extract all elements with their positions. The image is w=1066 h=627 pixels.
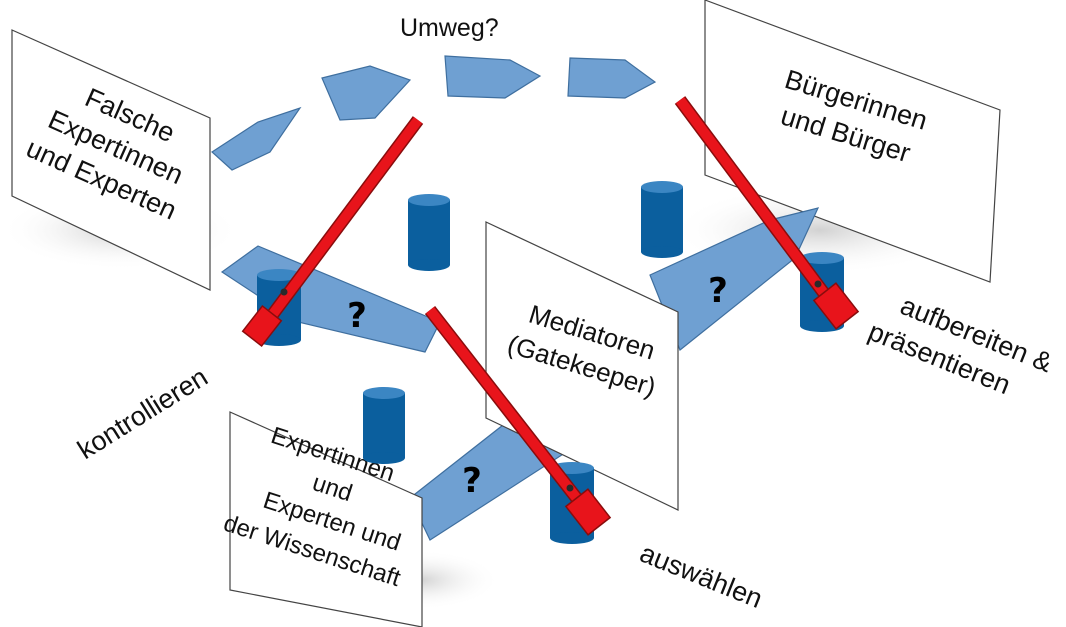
- barrier-left: [241, 116, 424, 348]
- action-auswaehlen: auswählen: [636, 538, 767, 614]
- detour-segment-1: [211, 106, 302, 171]
- detour-segment-4: [567, 57, 657, 99]
- question-mark-left: ?: [347, 296, 367, 336]
- question-mark-right: ?: [708, 271, 728, 311]
- barrier-right: [674, 96, 860, 330]
- cylinder-lower-left: [363, 387, 405, 464]
- panel-falsche-experten: Falsche Expertinnen und Experten: [11, 29, 211, 291]
- action-kontrollieren: kontrollieren: [72, 362, 213, 465]
- umweg-label: Umweg?: [400, 14, 499, 42]
- detour-segment-2: [321, 65, 412, 121]
- cylinder-upper-right: [641, 181, 683, 258]
- question-mark-bottom: ?: [462, 461, 482, 501]
- cylinder-upper-left: [408, 194, 450, 271]
- panel-buerger: Bürgerinnen und Bürger: [704, 0, 1001, 283]
- detour-segment-3: [444, 55, 542, 99]
- barrier-bottom: [424, 306, 612, 536]
- detour-path: [211, 55, 657, 171]
